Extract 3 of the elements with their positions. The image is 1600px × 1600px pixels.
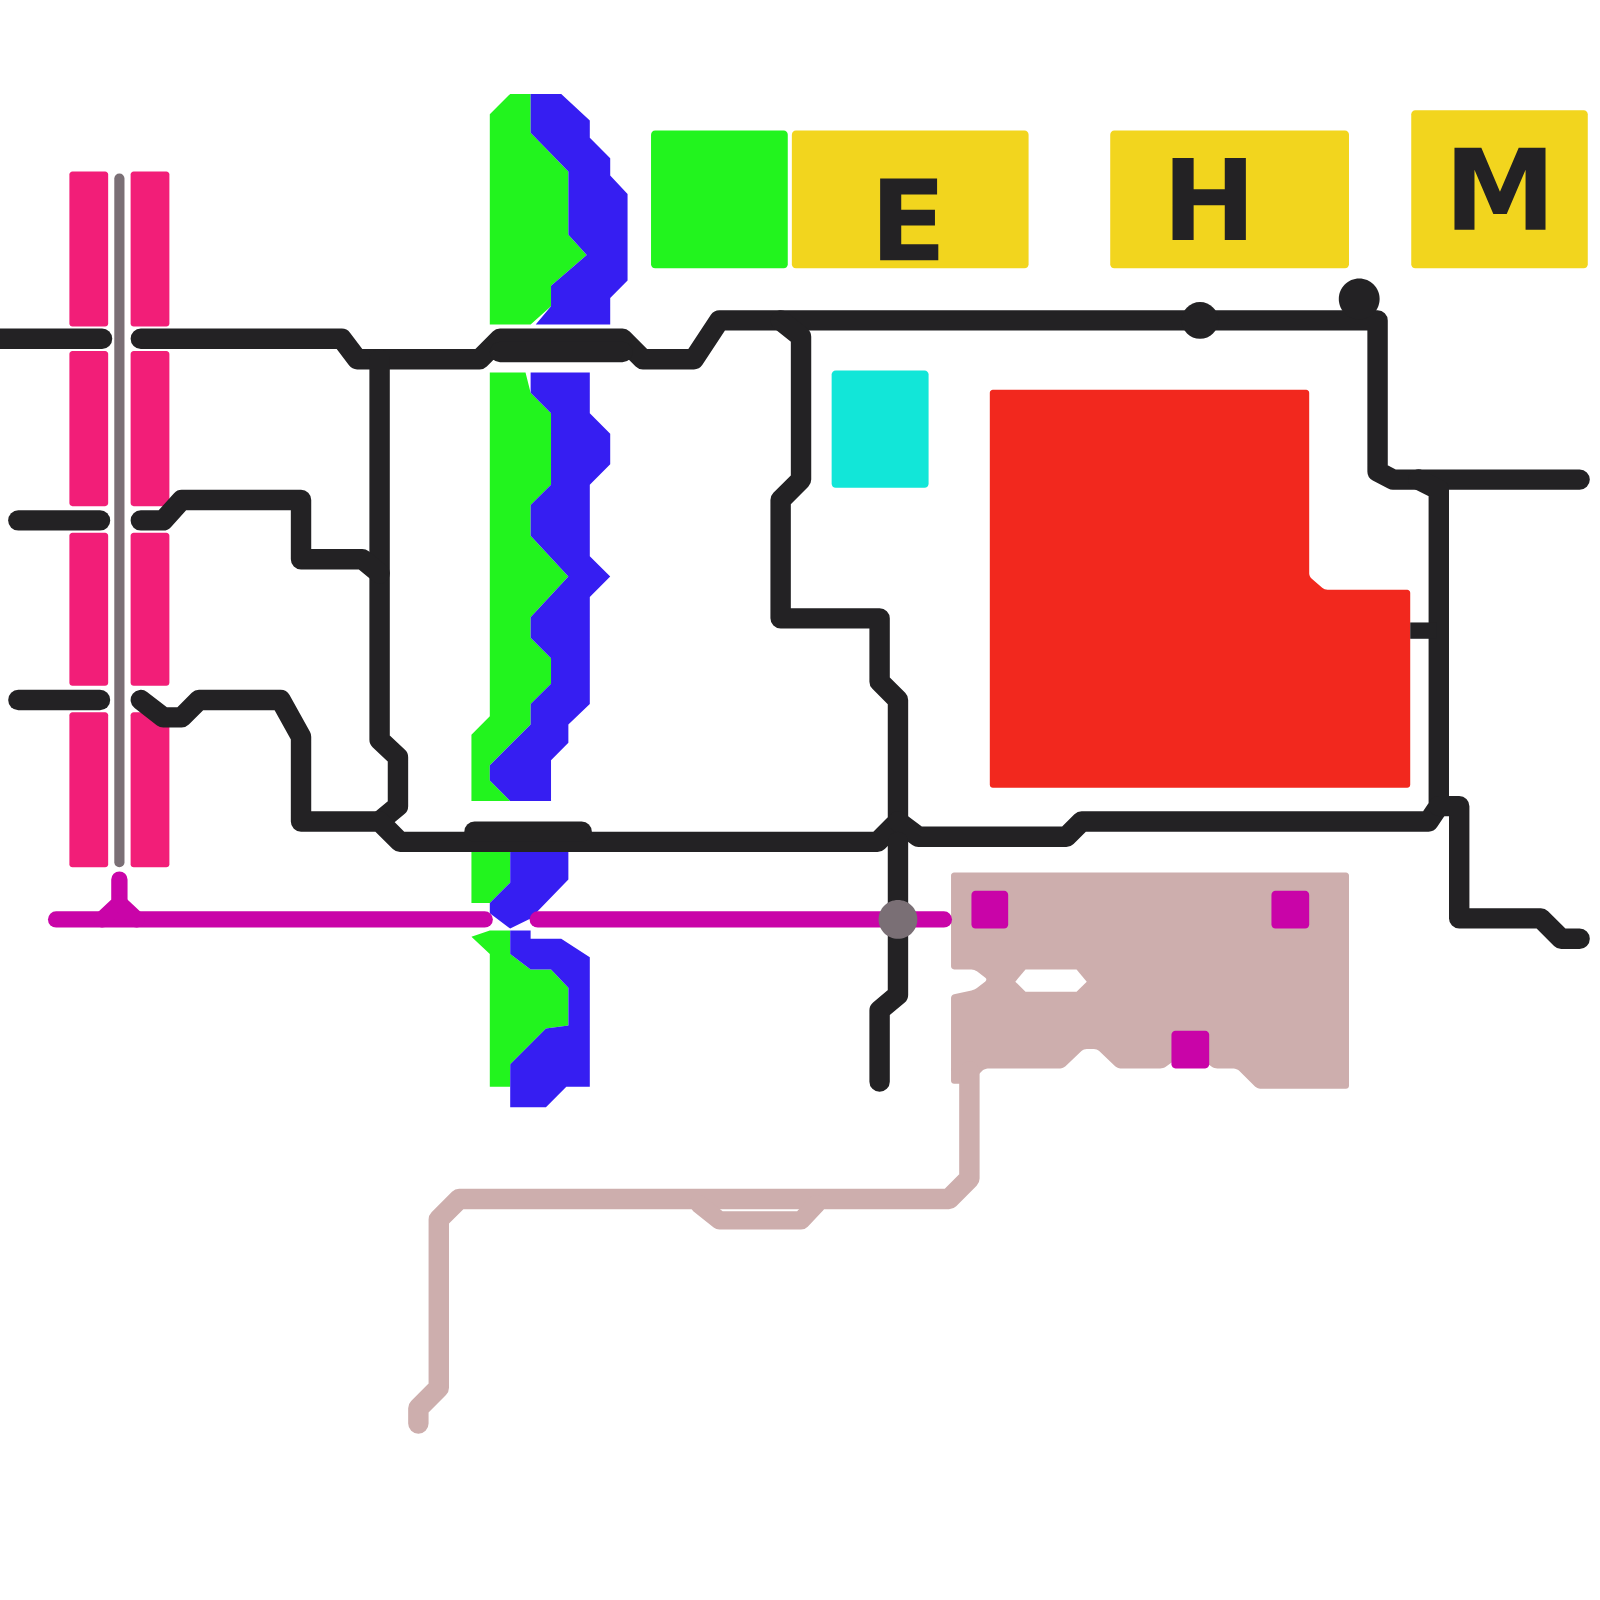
map-letter: M [1454,147,1546,230]
map-letter: E [880,178,939,261]
map-letter: H [1172,158,1246,240]
